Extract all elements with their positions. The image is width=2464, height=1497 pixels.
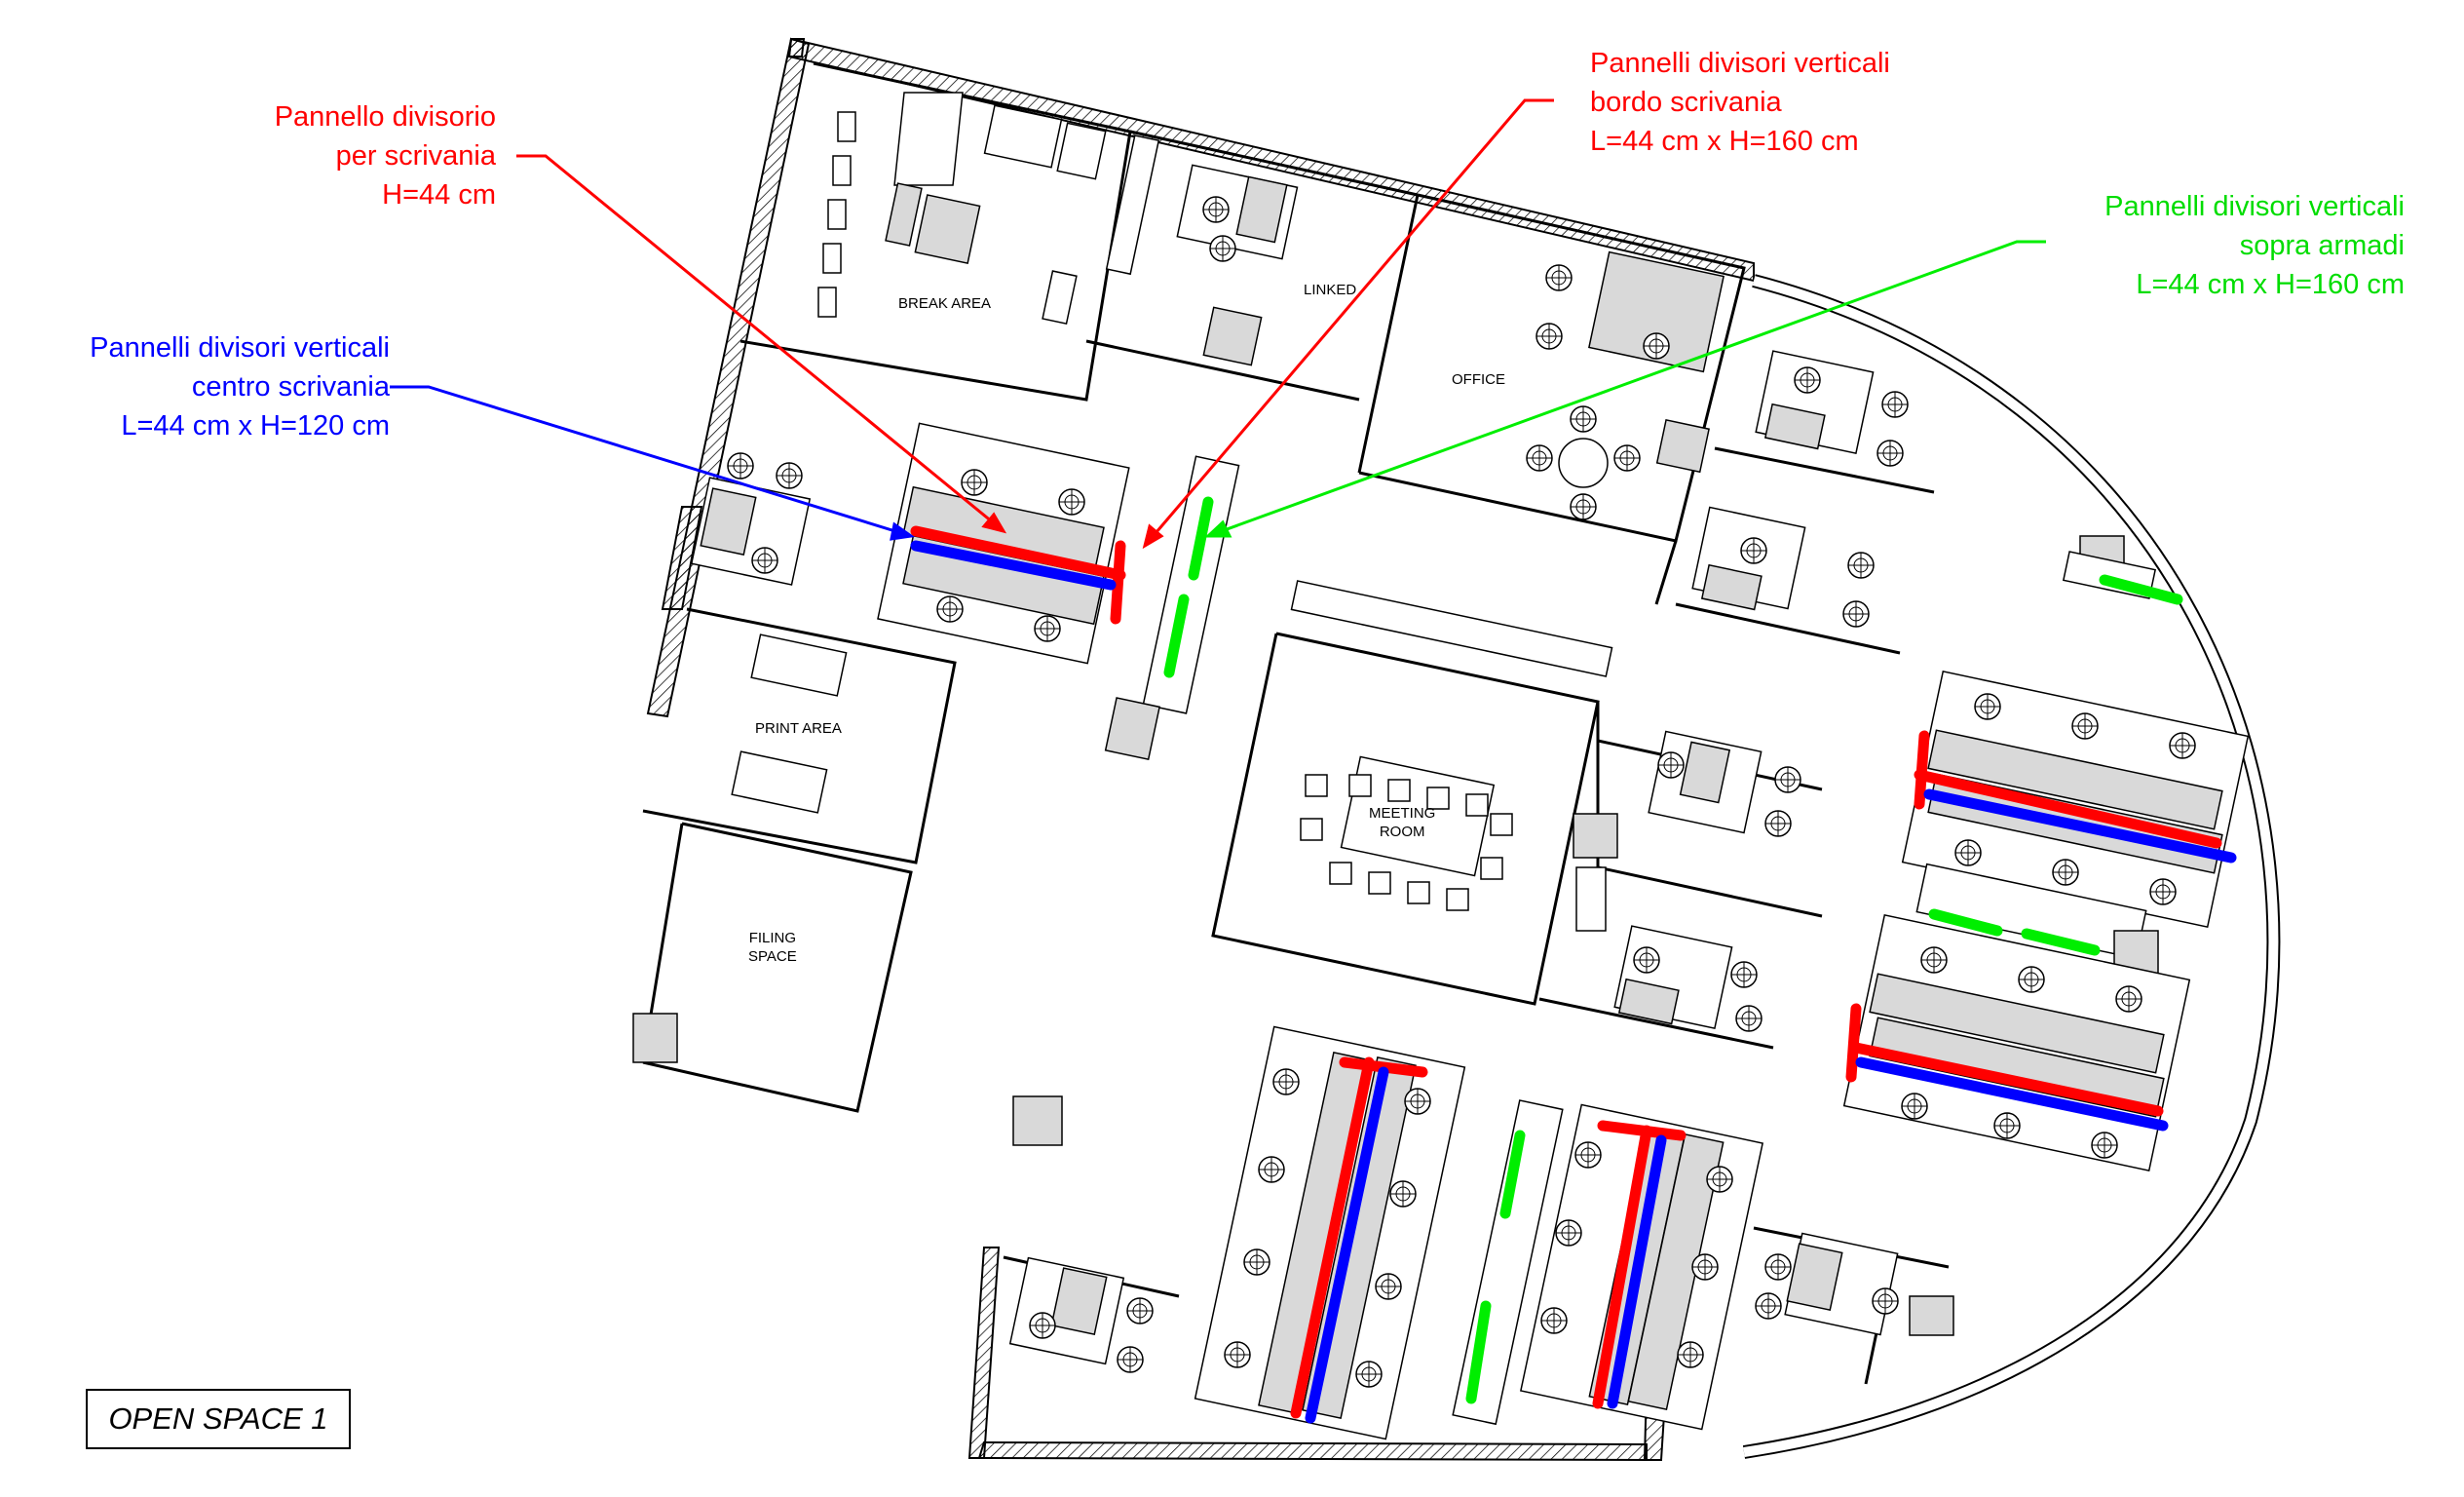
room-label-office: OFFICE: [1452, 371, 1505, 388]
plan-caption: OPEN SPACE 1: [86, 1389, 351, 1449]
filing-line-1: FILING: [748, 930, 797, 946]
room-label-break-area: BREAK AREA: [898, 295, 992, 312]
print-area-furniture: [731, 633, 848, 814]
room-label-meeting: MEETING ROOM: [1369, 804, 1435, 841]
annotation-vertical-edge: Pannelli divisori verticali bordo scriva…: [1590, 44, 1890, 161]
meeting-line-1: MEETING: [1369, 805, 1436, 822]
room-label-print-area: PRINT AREA: [755, 720, 842, 737]
annotation-desk-divider: Pannello divisorio per scrivania H=44 cm: [275, 97, 496, 214]
room-label-linked: LINKED: [1304, 282, 1357, 298]
annotation-vertical-cabinet-line-3: L=44 cm x H=160 cm: [2136, 269, 2405, 300]
annotation-vertical-center-line-2: centro scrivania: [191, 371, 390, 403]
annotation-desk-divider-line-1: Pannello divisorio: [274, 101, 496, 133]
leader-lines: [390, 98, 2046, 550]
annotation-vertical-center: Pannelli divisori verticali centro scriv…: [90, 328, 390, 445]
blue-panels: [910, 540, 2237, 1424]
green-panels: [1163, 496, 2183, 1404]
annotation-desk-divider-line-3: H=44 cm: [382, 179, 496, 211]
linked-furniture: [1176, 164, 1299, 366]
filing-furniture: [632, 1013, 1063, 1146]
small-offices-top-right: [1691, 350, 2157, 628]
room-label-filing: FILING SPACE: [748, 929, 797, 966]
filing-line-2: SPACE: [748, 948, 797, 965]
meeting-furniture: [1290, 580, 1613, 911]
building-walls: [646, 37, 2281, 1462]
annotation-vertical-edge-line-2: bordo scrivania: [1590, 87, 1782, 118]
small-office-bottom-right: [1755, 1232, 1954, 1336]
annotation-desk-divider-line-2: per scrivania: [335, 140, 496, 172]
small-offices-mid: [1573, 730, 1801, 1032]
annotation-vertical-center-line-1: Pannelli divisori verticali: [90, 332, 390, 364]
small-office-bottom-left: [1008, 1256, 1154, 1373]
annotation-vertical-cabinet-line-2: sopra armadi: [2239, 230, 2405, 261]
annotation-vertical-cabinet-line-1: Pannelli divisori verticali: [2104, 191, 2405, 222]
annotation-vertical-cabinet: Pannelli divisori verticali sopra armadi…: [2104, 187, 2405, 304]
office-furniture: [1526, 250, 1725, 520]
meeting-line-2: ROOM: [1379, 824, 1425, 840]
break-area-furniture: [817, 92, 1160, 326]
left-office-furniture: [690, 452, 812, 586]
annotation-vertical-edge-line-1: Pannelli divisori verticali: [1590, 48, 1890, 79]
annotation-vertical-center-line-3: L=44 cm x H=120 cm: [121, 410, 390, 441]
annotation-vertical-edge-line-3: L=44 cm x H=160 cm: [1590, 126, 1859, 157]
cabinet-column-top: [1104, 455, 1240, 761]
